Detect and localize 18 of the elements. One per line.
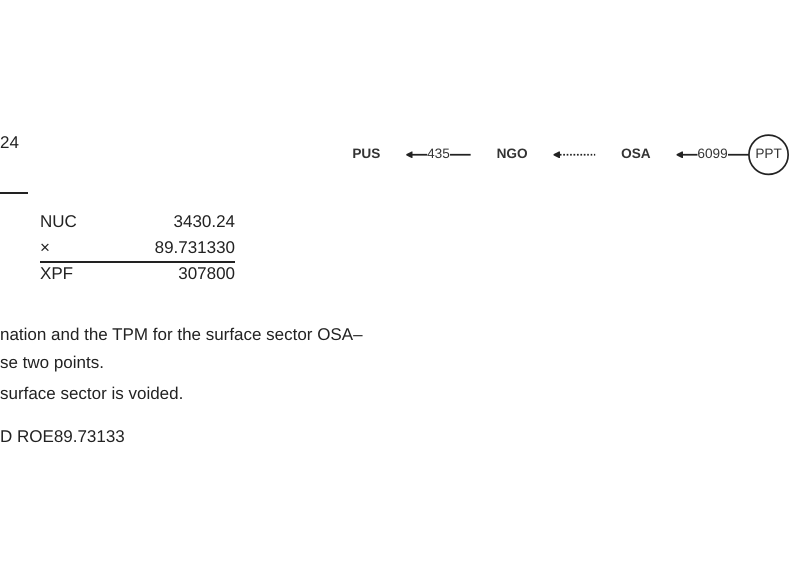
- multiply-sign: ×: [40, 238, 50, 258]
- edge-label: 435: [427, 147, 450, 162]
- node-text: OSA: [621, 147, 651, 162]
- arrow: [552, 151, 596, 159]
- rate-text: D ROE89.73133: [0, 427, 125, 447]
- amount-value: 307800: [177, 264, 235, 284]
- node-circle: PPT: [748, 134, 790, 176]
- exchange-rate: 89.731330: [154, 238, 235, 258]
- currency-code: NUC: [40, 212, 77, 232]
- node-text: PUS: [352, 147, 380, 162]
- currency-code: XPF: [40, 264, 74, 284]
- note-text: se two points.: [0, 353, 104, 373]
- node-text: NGO: [496, 147, 528, 162]
- note-text: surface sector is voided.: [0, 384, 184, 404]
- amount-text: 24: [0, 133, 19, 153]
- note-text: nation and the TPM for the surface sector OSA–: [0, 325, 363, 345]
- amount-value: 3430.24: [172, 212, 235, 232]
- edge-label: 6099: [697, 147, 728, 162]
